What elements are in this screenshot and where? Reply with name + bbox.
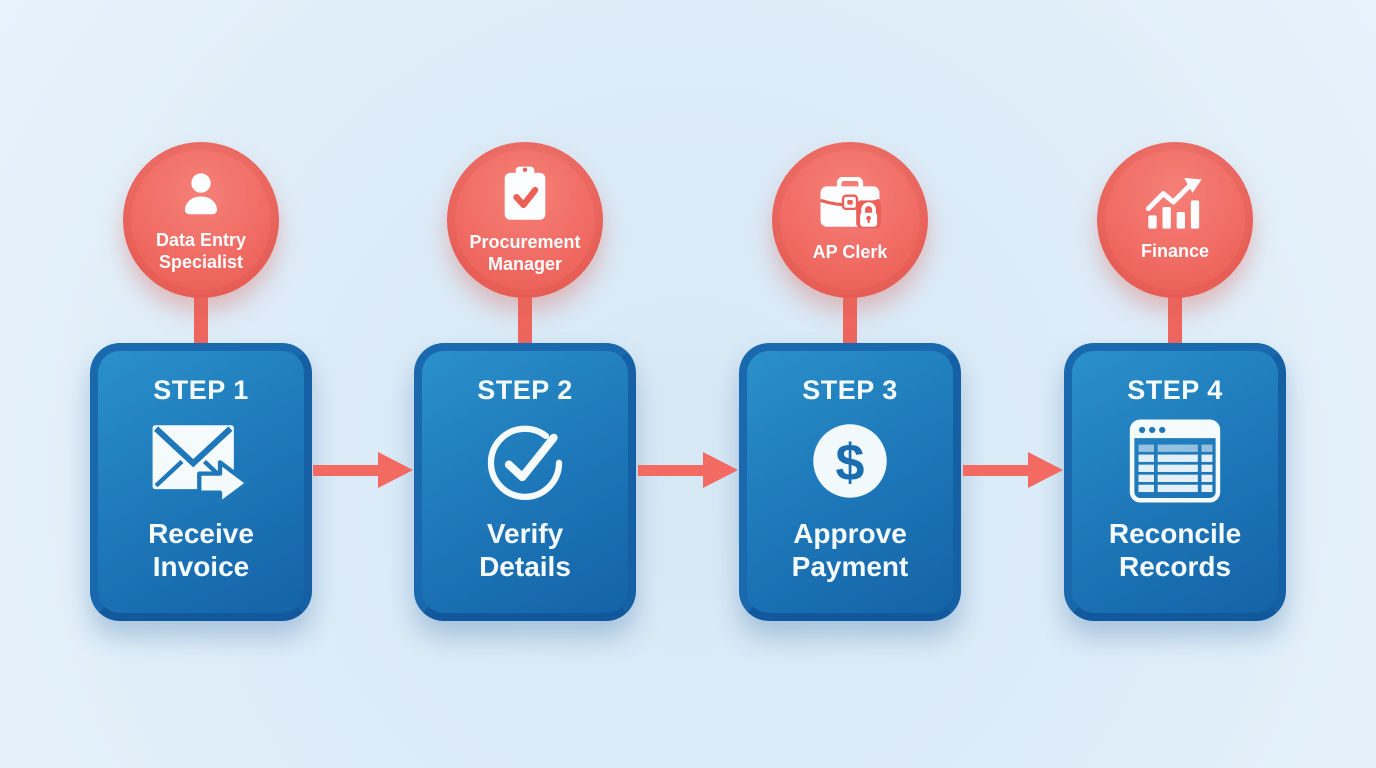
arrow-shaft (963, 465, 1030, 476)
flow-arrow-2 (638, 452, 738, 489)
workflow-column-2: Procurement Manager STEP 2 Verify Detail… (413, 0, 637, 768)
step-number-label: STEP 3 (802, 375, 898, 405)
step-number-label: STEP 2 (477, 375, 573, 405)
step-card: STEP 2 Verify Details (414, 343, 636, 621)
role-label: Finance (1140, 241, 1210, 262)
briefcase-lock-icon (819, 176, 881, 233)
role-label: Data Entry Specialist (155, 229, 247, 272)
check-circle-icon (482, 406, 568, 517)
workflow-column-3: AP Clerk STEP 3 $ Approve Payment (738, 0, 962, 768)
spreadsheet-icon (1129, 406, 1221, 517)
step-card: STEP 4 (1064, 343, 1286, 621)
envelope-forward-icon (149, 406, 253, 517)
chart-growth-icon (1145, 177, 1205, 232)
step-card: STEP 1 Receive Invoice (90, 343, 312, 621)
step-title: Receive Invoice (148, 517, 254, 582)
workflow-column-4: Finance STEP 4 (1063, 0, 1287, 768)
role-badge: Finance (1097, 142, 1253, 298)
arrow-head (703, 452, 738, 488)
role-badge: Procurement Manager (447, 142, 603, 298)
role-label: AP Clerk (812, 241, 888, 262)
dollar-circle-icon: $ (807, 406, 893, 517)
arrow-head (378, 452, 413, 488)
step-title: Approve Payment (791, 517, 909, 582)
role-label: Procurement Manager (469, 231, 581, 274)
step-card: STEP 3 $ Approve Payment (739, 343, 961, 621)
connector-line (194, 282, 208, 350)
step-title: Verify Details (479, 517, 571, 582)
svg-text:$: $ (836, 434, 865, 492)
role-badge: Data Entry Specialist (123, 142, 279, 298)
connector-line (1168, 282, 1182, 350)
step-title: Reconcile Records (1108, 517, 1242, 582)
connector-line (843, 282, 857, 350)
flow-arrow-3 (963, 452, 1063, 489)
clipboard-check-icon (500, 165, 550, 223)
arrow-head (1028, 452, 1063, 488)
step-number-label: STEP 4 (1127, 375, 1223, 405)
flow-arrow-1 (313, 452, 413, 489)
arrow-shaft (313, 465, 380, 476)
role-badge: AP Clerk (772, 142, 928, 298)
arrow-shaft (638, 465, 705, 476)
workflow-column-1: Data Entry Specialist STEP 1 Receive Inv… (89, 0, 313, 768)
person-icon (174, 167, 228, 221)
step-number-label: STEP 1 (153, 375, 249, 405)
connector-line (518, 282, 532, 350)
